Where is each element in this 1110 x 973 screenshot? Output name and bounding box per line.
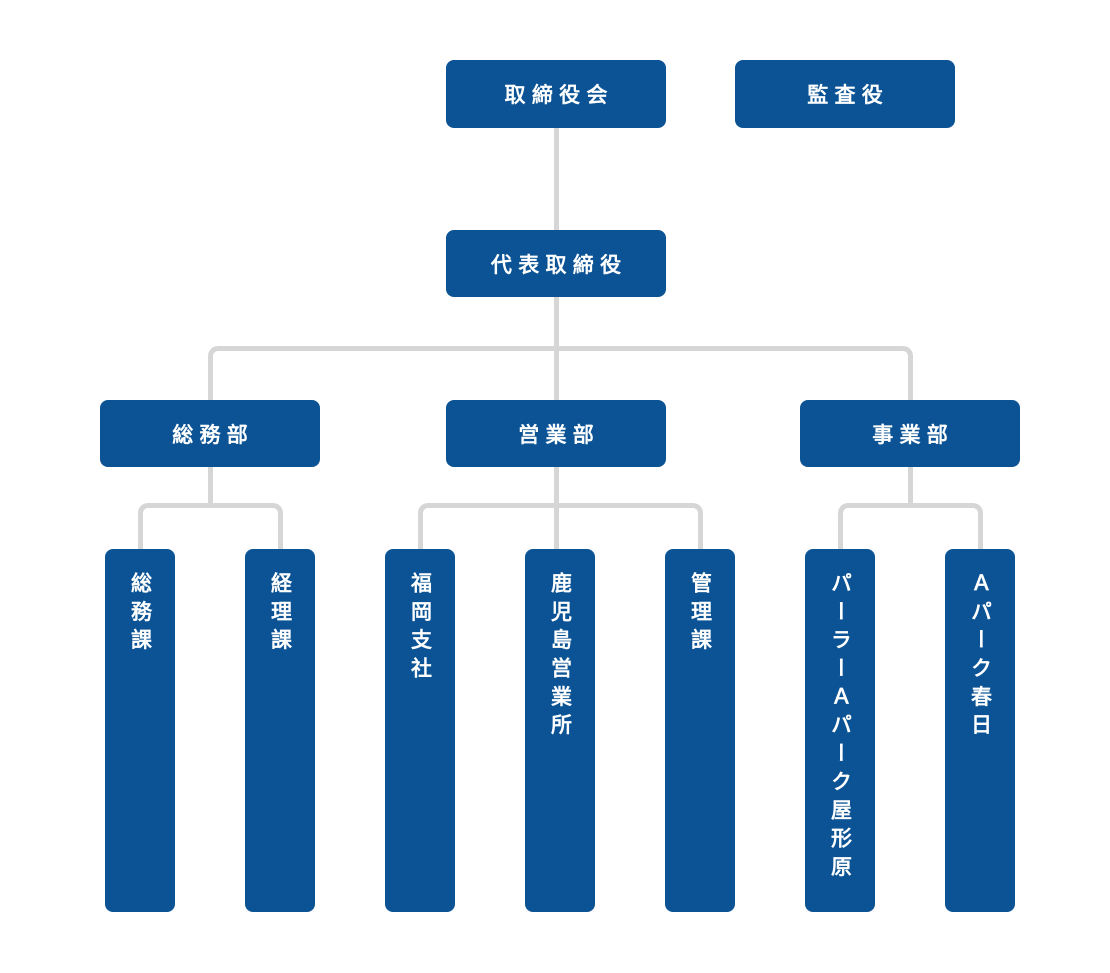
node-label-sales-dept: 営業部 (518, 423, 601, 447)
node-apark-kasuga: Ａパーク春日 (945, 549, 1015, 912)
node-label-general-affairs-dept: 総務部 (172, 423, 255, 447)
node-label-kagoshima-sales-office: 鹿児島営業所 (548, 572, 572, 743)
connector-general-affairs-bracket (138, 503, 283, 549)
node-kagoshima-sales-office: 鹿児島営業所 (525, 549, 595, 912)
node-label-accounting-section: 経理課 (268, 572, 292, 658)
node-business-dept: 事業部 (800, 400, 1020, 467)
node-label-business-dept: 事業部 (872, 423, 955, 447)
node-admin-section: 管理課 (665, 549, 735, 912)
connector-board-to-president (554, 128, 559, 230)
node-label-auditor: 監査役 (807, 84, 890, 107)
node-parlor-apark-yakatabaru: パーラーＡパーク屋形原 (805, 549, 875, 912)
node-board-of-directors: 取締役会 (446, 60, 666, 128)
node-fukuoka-branch: 福岡支社 (385, 549, 455, 912)
node-auditor: 監査役 (735, 60, 955, 128)
connector-sales-bracket (418, 503, 703, 549)
node-label-parlor-apark-yakatabaru: パーラーＡパーク屋形原 (828, 572, 852, 884)
connector-business-bracket (838, 503, 983, 549)
node-label-general-affairs-section: 総務課 (128, 572, 152, 658)
node-label-fukuoka-branch: 福岡支社 (408, 572, 432, 686)
connector-business-stem (908, 467, 913, 503)
node-label-apark-kasuga: Ａパーク春日 (968, 572, 992, 743)
node-general-affairs-section: 総務課 (105, 549, 175, 912)
node-accounting-section: 経理課 (245, 549, 315, 912)
connector-sales-stem (554, 467, 559, 549)
node-label-admin-section: 管理課 (688, 572, 712, 658)
node-label-president: 代表取締役 (490, 253, 628, 277)
connector-general-affairs-stem (208, 467, 213, 503)
node-sales-dept: 営業部 (446, 400, 666, 467)
node-label-board: 取締役会 (504, 84, 614, 107)
connector-departments-bracket (208, 346, 913, 400)
node-general-affairs-dept: 総務部 (100, 400, 320, 467)
node-president: 代表取締役 (446, 230, 666, 297)
